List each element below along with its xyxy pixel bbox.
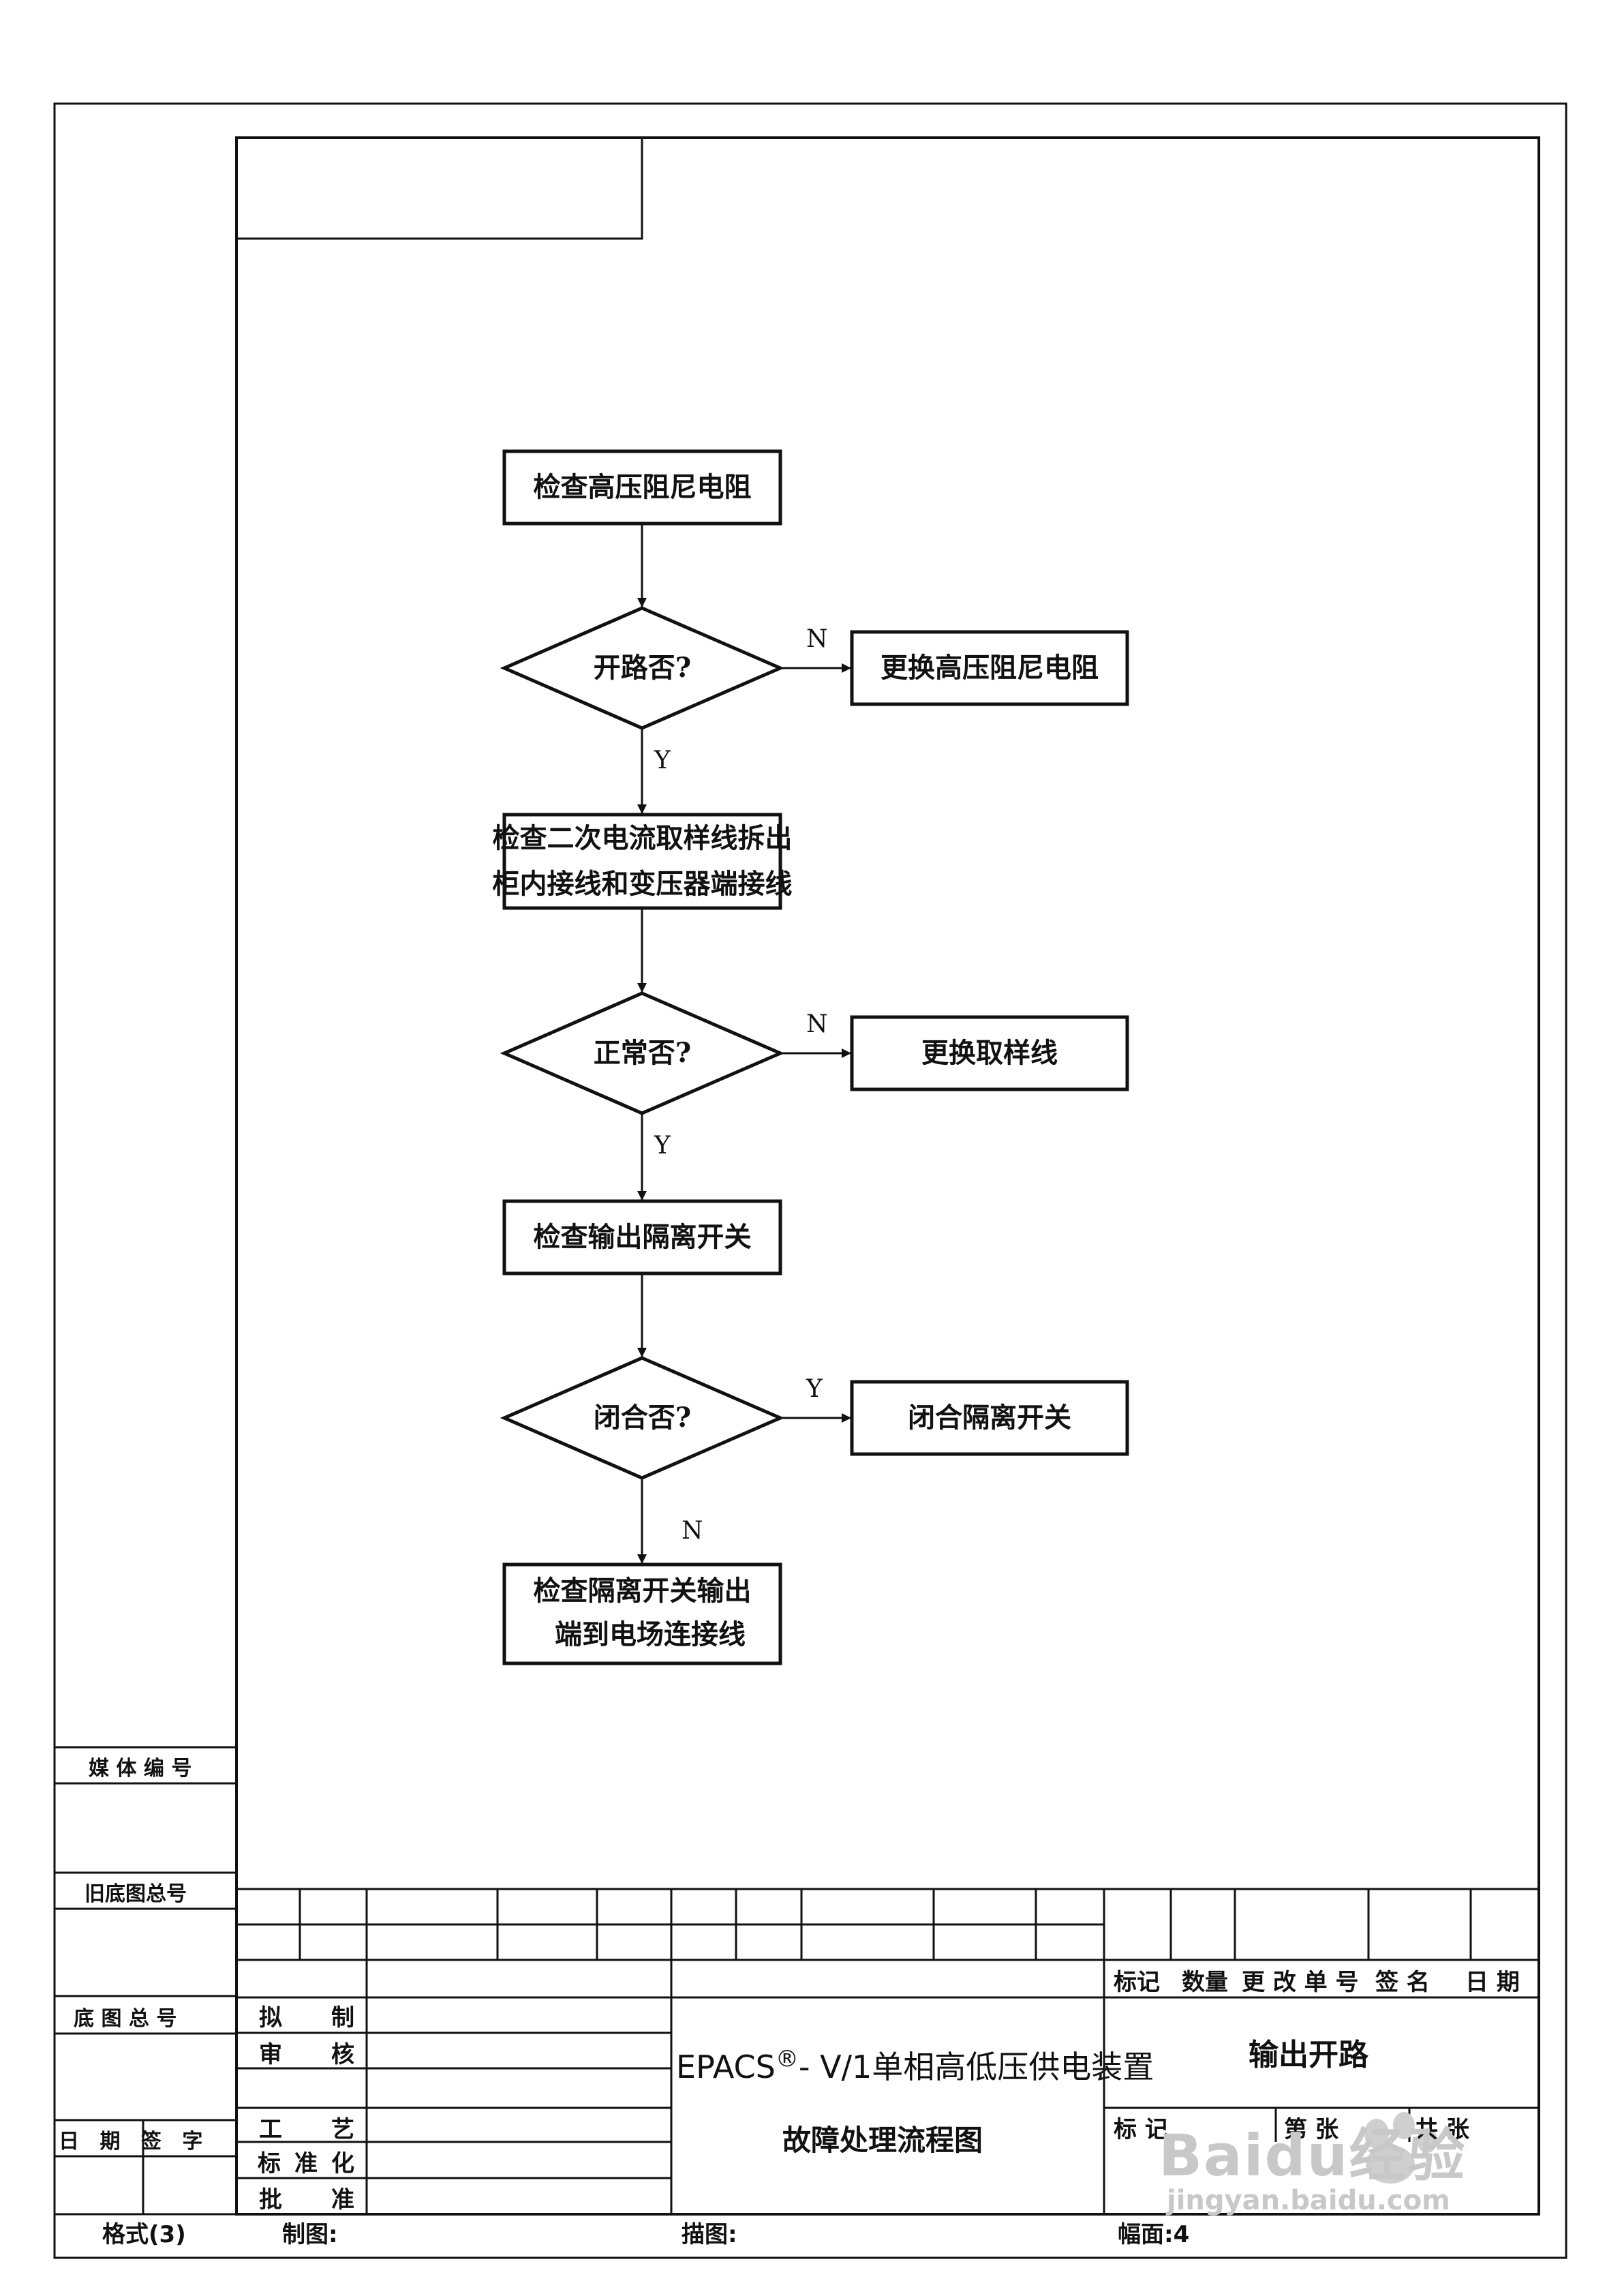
standard-label-a: 标 [258,2150,281,2177]
drafted-label-b: 制 [331,2004,354,2031]
baidu-paw-icon [1364,2112,1437,2184]
date-sign-label: 日 期 签 字 [59,2130,210,2154]
outer-border [53,102,1567,2259]
label-d1-yes: Y [654,746,671,774]
standard-label-b: 准 [294,2150,318,2177]
media-number-label: 媒 体 编 号 [89,1757,192,1781]
rev-mark-header: 标记 [1114,1969,1160,1996]
drafted-label-a: 拟 [259,2004,282,2031]
old-base-total-label: 旧底图总号 [85,1882,187,1906]
process-label-b: 艺 [331,2116,354,2143]
mark-label: 标 记 [1114,2116,1168,2143]
label-d2-yes: Y [654,1132,671,1160]
rev-qty-header: 数量 [1182,1969,1228,1996]
sheet-total-label: 共 张 [1415,2116,1469,2143]
decision2-text: 正常否? [593,1037,692,1069]
drawing-name: 输出开路 [1249,2038,1368,2072]
baidu-watermark-url: jingyan.baidu.com [1167,2185,1450,2216]
action3-text: 闭合隔离开关 [908,1402,1071,1434]
action2-text: 更换取样线 [921,1037,1058,1069]
title-block-grid [236,1888,1539,2214]
step2-text-line2: 柜内接线和变压器端接线 [492,868,793,900]
node-replace-sampling-wire [850,1015,1129,1091]
rev-sign-header: 签 名 [1375,1969,1430,1996]
registered-mark: ® [775,2045,799,2073]
base-total-label: 底 图 总 号 [74,2007,177,2031]
rev-change-header: 更 改 单 号 [1242,1969,1359,1996]
left-column-table [55,1746,236,2216]
baidu-watermark: Baidu经验 [1159,2122,1467,2189]
action1-text: 更换高压阻尼电阻 [881,652,1099,684]
product-title-a: EPACS [676,2049,776,2085]
approved-label-a: 批 [259,2186,282,2214]
reviewed-label-a: 审 [259,2041,282,2068]
format-label: 格式(3) [102,2221,186,2248]
product-title-b: - V/1单相高低压供电装置 [798,2049,1154,2085]
node-replace-damping-resistor [850,630,1129,706]
label-d2-no: N [806,1010,828,1038]
doc-title: 故障处理流程图 [782,2124,983,2157]
sheet-size-label: 幅面:4 [1118,2221,1190,2248]
label-d3-yes: Y [806,1375,823,1403]
product-title: EPACS®- V/1单相高低压供电装置 [676,2042,1154,2087]
approved-label-b: 准 [331,2186,354,2214]
sheet-no-label: 第 张 [1284,2116,1338,2143]
traced-by-label: 描图: [682,2221,737,2248]
decision1-text: 开路否? [593,652,692,684]
step2-text-line1: 检查二次电流取样线拆出 [492,822,793,854]
step4-text-line1: 检查隔离开关输出 [533,1575,752,1607]
drawn-by-label: 制图: [282,2221,338,2248]
step4-text-line2: 端到电场连接线 [555,1618,746,1650]
decision3-text: 闭合否? [593,1402,692,1434]
reviewed-label-b: 核 [331,2041,354,2068]
node-close-isolation-switch [850,1380,1129,1456]
inner-frame [235,136,1540,2216]
step3-text: 检查输出隔离开关 [533,1221,752,1253]
label-d3-no: N [682,1517,703,1545]
label-d1-no: N [806,625,828,653]
node-check-output-wiring [502,1562,782,1665]
top-left-code-box [235,136,643,240]
process-label-a: 工 [259,2116,282,2143]
rev-date-header: 日 期 [1465,1969,1520,1996]
standard-label-c: 化 [331,2150,354,2177]
step1-text: 检查高压阻尼电阻 [533,471,752,503]
